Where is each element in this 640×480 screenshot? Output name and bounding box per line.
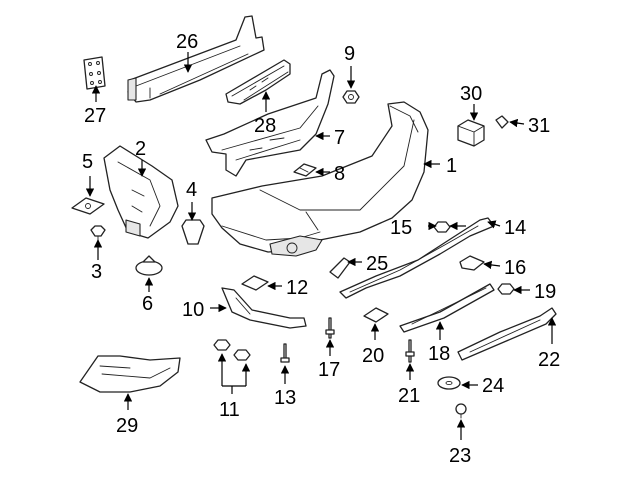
callout-8: 8: [334, 163, 345, 185]
callout-23: 23: [449, 445, 471, 467]
leader-lines: [85, 52, 557, 440]
callout-18: 18: [428, 343, 450, 365]
part-5-retainer: [71, 197, 105, 215]
part-20-clip: [363, 307, 389, 323]
callout-2: 2: [135, 138, 146, 160]
part-11-bolts: [213, 339, 251, 361]
callout-15: 15: [390, 217, 412, 239]
callout-5: 5: [82, 151, 93, 173]
callout-25: 25: [366, 253, 388, 275]
callout-17: 17: [318, 359, 340, 381]
part-18-lower-molding: [399, 283, 495, 333]
part-1-bumper-cover: [211, 101, 429, 257]
callout-3: 3: [91, 261, 102, 283]
part-25-bracket: [329, 257, 351, 279]
part-13-rivet: [280, 343, 290, 363]
part-17-rivet: [325, 317, 335, 339]
callout-30: 30: [460, 83, 482, 105]
part-7-support-bracket: [205, 69, 335, 177]
callout-19: 19: [534, 281, 556, 303]
callout-7: 7: [334, 127, 345, 149]
callout-21: 21: [398, 385, 420, 407]
part-10-lower-trim: [221, 287, 307, 329]
callout-1: 1: [446, 155, 457, 177]
callout-9: 9: [344, 43, 355, 65]
callout-13: 13: [274, 387, 296, 409]
callout-26: 26: [176, 31, 198, 53]
part-24-washer: [437, 376, 461, 390]
part-3-screw: [90, 225, 106, 243]
part-4-guide: [181, 219, 205, 245]
part-29-reflector: [79, 355, 181, 393]
callout-4: 4: [186, 179, 197, 201]
callout-20: 20: [362, 345, 384, 367]
part-31-nut: [495, 115, 509, 129]
part-19-screw: [497, 283, 515, 295]
part-9-nut: [342, 90, 360, 104]
part-8-clip: [293, 163, 317, 177]
callout-14: 14: [504, 217, 526, 239]
callout-10: 10: [182, 299, 204, 321]
part-2-side-bracket: [103, 145, 179, 239]
part-6-push-nut: [135, 255, 163, 276]
callout-6: 6: [142, 293, 153, 315]
callout-22: 22: [538, 349, 560, 371]
part-21-rivet: [405, 339, 415, 363]
callout-24: 24: [482, 375, 504, 397]
callout-31: 31: [528, 115, 550, 137]
callout-12: 12: [286, 277, 308, 299]
callout-29: 29: [116, 415, 138, 437]
part-27-bracket-plate: [83, 56, 106, 90]
callout-28: 28: [254, 115, 276, 137]
part-30-bracket-block: [457, 119, 485, 147]
part-28-energy-absorber: [225, 59, 291, 105]
callout-11: 11: [219, 399, 240, 421]
callout-27: 27: [84, 105, 106, 127]
part-22-trim-strip: [457, 307, 557, 361]
part-16-clip: [459, 255, 485, 271]
part-12-clip: [241, 275, 269, 291]
callout-16: 16: [504, 257, 526, 279]
part-23-screw: [455, 403, 467, 419]
callout-labels: 1 2 3 4 5 6 7 8 9 10 11 12 13 14 15 16 1…: [82, 31, 560, 467]
part-15-bolt: [433, 221, 451, 233]
